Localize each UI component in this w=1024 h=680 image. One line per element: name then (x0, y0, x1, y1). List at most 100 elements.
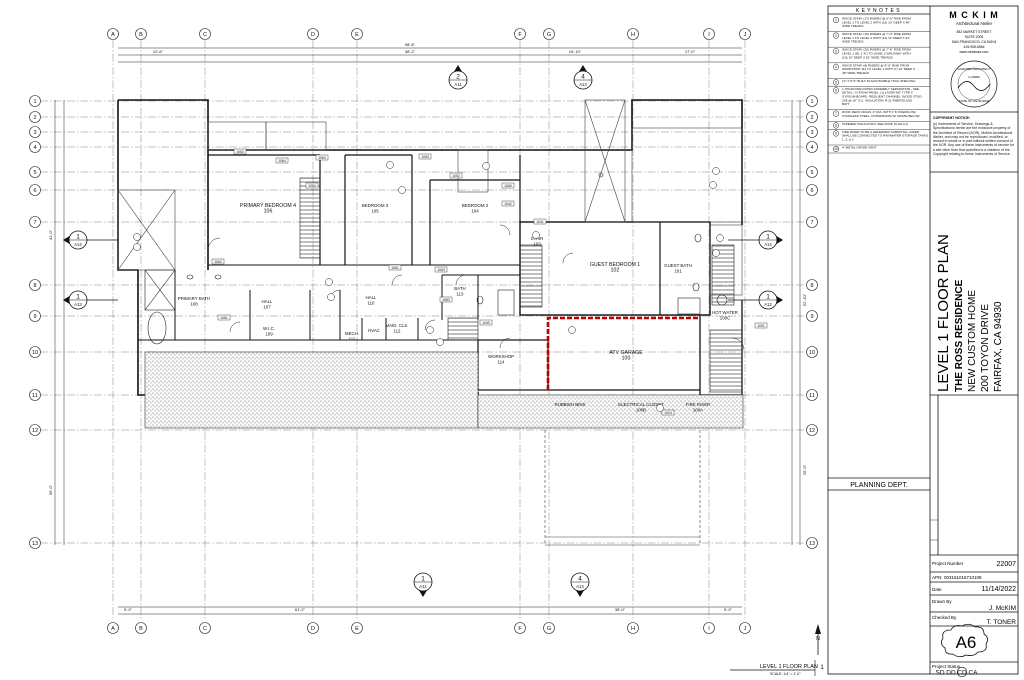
door-tag-label: 1004 (664, 411, 672, 415)
room-name: WORKSHOP (488, 354, 514, 359)
room-name: BEDROOM 3 (362, 203, 389, 208)
status-option-sd: SD (935, 670, 944, 677)
grid-bubble-F: F (514, 28, 526, 40)
keynote-number: 9 (835, 132, 837, 136)
room-name: ELECTRICAL CLOSET (618, 402, 664, 407)
keynote-item: 4 WOOD STAIR: (8) RISERS @ 6"-6" RISE FRO… (832, 63, 915, 75)
grid-bubble-label: 11 (809, 393, 815, 399)
grid-bubble-label: 13 (32, 541, 38, 547)
grid-bubble-J: J (739, 28, 751, 40)
grid-bubble-label: 10 (809, 350, 815, 356)
door-tag-label: 1041 (536, 220, 544, 224)
grid-bubble-label: 9 (810, 314, 813, 320)
room-number: 105 (371, 209, 379, 214)
grid-bubble-label: 12 (809, 428, 815, 434)
status-option-label: CD (957, 670, 967, 677)
keynote-text: WOOD STAIR: (15) RISERS @ 7"-0" RISE FRO… (842, 32, 911, 44)
status-option-label: DD (946, 670, 956, 677)
keynote-text: WOOD STAIR: (20) RISERS @ 7"-6" RISE FRO… (842, 48, 911, 60)
grid-bubble-D: D (307, 28, 319, 40)
firm-web: www.mckimaa.com (959, 50, 988, 54)
door-tag-label: 1061 (391, 266, 399, 270)
grid-bubble-8: 8 (806, 279, 818, 291)
grid-bubble-label: 1 (33, 99, 36, 105)
grid-bubble-A: A (107, 622, 119, 634)
grid-bubble-7: 7 (806, 216, 818, 228)
sheet-number: A6 (956, 633, 977, 652)
grid-bubble-label: G (547, 626, 551, 632)
section-tag-number: 4 (581, 74, 585, 81)
project-street: 200 TOYON DRIVE (980, 304, 991, 392)
door-tag: 1084 (305, 182, 319, 189)
grid-bubble-H: H (627, 622, 639, 634)
grid-bubble-label: F (518, 626, 522, 632)
room-number: 114 (498, 360, 506, 365)
dim-bottom-right: 38'-0" (615, 607, 626, 612)
grid-bubble-label: 6 (33, 188, 36, 194)
dimension-labels: 98'-8" 12'-6" 38'-2" 16'-10" 17'-0" 5'-0… (48, 42, 807, 612)
door-tag: 1064 (315, 154, 329, 161)
grid-bubble-11: 11 (29, 389, 41, 401)
room-name: BATH (454, 286, 465, 291)
grid-bubble-label: 9 (33, 314, 36, 320)
dim-bottom-mid: 61'-2" (295, 607, 306, 612)
keynote-text: TAPERED INSULATION. SEE ROOF PLAN A-6 (842, 122, 908, 126)
room-number: 108 (190, 302, 198, 307)
grid-bubble-D: D (307, 622, 319, 634)
grid-bubble-label: 7 (810, 220, 813, 226)
drawn-by-label: Drawn By (932, 599, 952, 604)
grid-layer (40, 40, 805, 620)
grid-bubble-label: J (744, 626, 747, 632)
section-tag-sheet: A14 (764, 242, 772, 247)
room-number: 102 (611, 268, 620, 274)
room-label: W.I.C.109 (263, 326, 275, 337)
north-label: N (816, 636, 820, 642)
section-tag-number: 4 (578, 576, 582, 583)
grid-bubble-8: 8 (29, 279, 41, 291)
keynote-text: WOOD STAIR: (8) RISERS @ 6"-6" RISE FROM… (842, 63, 915, 75)
grid-bubble-label: H (631, 32, 635, 38)
grid-bubble-label: A (111, 32, 115, 38)
section-tag-number: 1 (421, 576, 425, 583)
stairs (299, 177, 743, 393)
dimensions (54, 47, 801, 615)
door-tag: 1041 (533, 218, 547, 225)
dim-top-overall: 98'-8" (405, 42, 416, 47)
room-name: FIRE RISER (686, 402, 711, 407)
grid-bubble-9: 9 (806, 310, 818, 322)
dim-top-right-b: 17'-0" (685, 49, 696, 54)
keynote-number: 1 (835, 18, 837, 22)
grid-bubble-1: 1 (29, 95, 41, 107)
grid-bubble-label: E (355, 32, 359, 38)
door-tag: 1051 (217, 314, 231, 321)
keynote-number: 8 (835, 124, 837, 128)
dim-bottom-right-b: 5'-0" (724, 607, 733, 612)
grid-bubble-label: I (708, 626, 710, 632)
grid-bubble-12: 12 (29, 424, 41, 436)
grid-bubble-label: 11 (32, 393, 38, 399)
grid-bubble-1: 1 (806, 95, 818, 107)
keynote-number: 3 (835, 49, 837, 53)
grid-bubble-label: 12 (32, 428, 38, 434)
keynote-number: 7 (835, 112, 837, 116)
keynote-number: 4 (835, 65, 837, 69)
north-arrow: N (815, 624, 821, 655)
firm-address-3: SAN FRANCISCO, CA 94104 (952, 40, 997, 44)
grid-bubble-9: 9 (29, 310, 41, 322)
grid-bubble-J: J (739, 622, 751, 634)
room-number: 109 (265, 332, 273, 337)
keynote-text: FIRE RISER TO BE A DEFERRED SUBMITTAL. R… (842, 130, 928, 142)
project-name: THE ROSS RESIDENCE (954, 279, 965, 392)
seal-id: C-28996 (968, 75, 980, 79)
keynote-item: 8 TAPERED INSULATION. SEE ROOF PLAN A-6 (832, 122, 908, 129)
grid-bubble-13: 13 (29, 537, 41, 549)
grid-bubble-label: 13 (809, 541, 815, 547)
